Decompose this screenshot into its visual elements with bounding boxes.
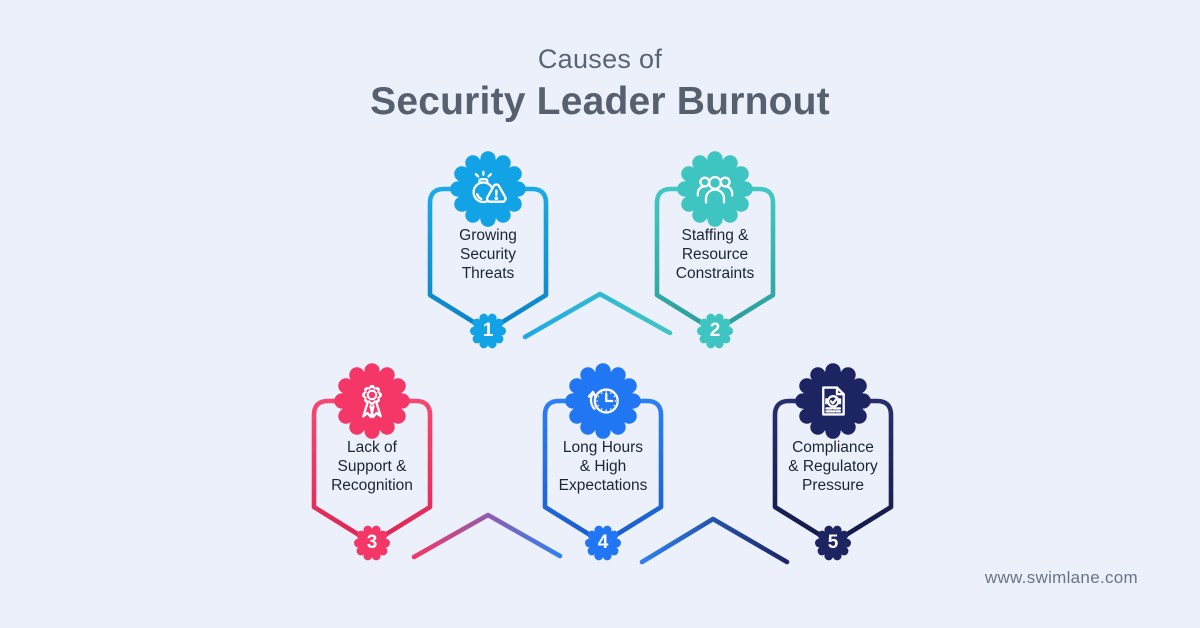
connector-1-2 [522,291,673,340]
cause-card-3: Lack of Support & Recognition 3 [310,362,434,570]
bomb-threat-icon [450,151,526,227]
card-1-number-badge: 1 [468,311,508,351]
cause-card-1: Growing Security Threats 1 [426,150,550,358]
connector-3-4 [411,512,563,560]
card-4-number: 4 [597,531,609,553]
card-5-number: 5 [827,531,839,553]
card-5-label: Compliance & Regulatory Pressure [788,438,878,494]
card-5-number-badge: 5 [813,523,853,563]
connector-4-5 [639,516,790,565]
page-title: Security Leader Burnout [370,80,830,123]
card-4-number-badge: 4 [583,523,623,563]
website-url: www.swimlane.com [984,568,1138,587]
compliance-document-icon [795,363,871,439]
card-4-label: Long Hours & High Expectations [558,438,648,494]
card-2-label: Staffing & Resource Constraints [675,226,755,282]
award-ribbon-icon [334,363,410,439]
card-3-label: Lack of Support & Recognition [331,438,413,494]
cause-card-4: Long Hours & High Expectations 4 [541,362,665,570]
card-3-number: 3 [366,531,378,553]
team-icon [677,151,753,227]
overtime-clock-icon [565,363,641,439]
title-block: Causes of Security Leader Burnout [0,44,1200,124]
card-3-number-badge: 3 [352,523,392,563]
cause-card-2: Staffing & Resource Constraints 2 [653,150,777,358]
card-1-number: 1 [482,319,494,341]
title-eyebrow: Causes of [537,44,663,74]
cause-card-5: Compliance & Regulatory Pressure 5 [771,362,895,570]
card-2-number: 2 [709,319,721,341]
card-1-label: Growing Security Threats [459,226,517,282]
card-2-number-badge: 2 [695,311,735,351]
